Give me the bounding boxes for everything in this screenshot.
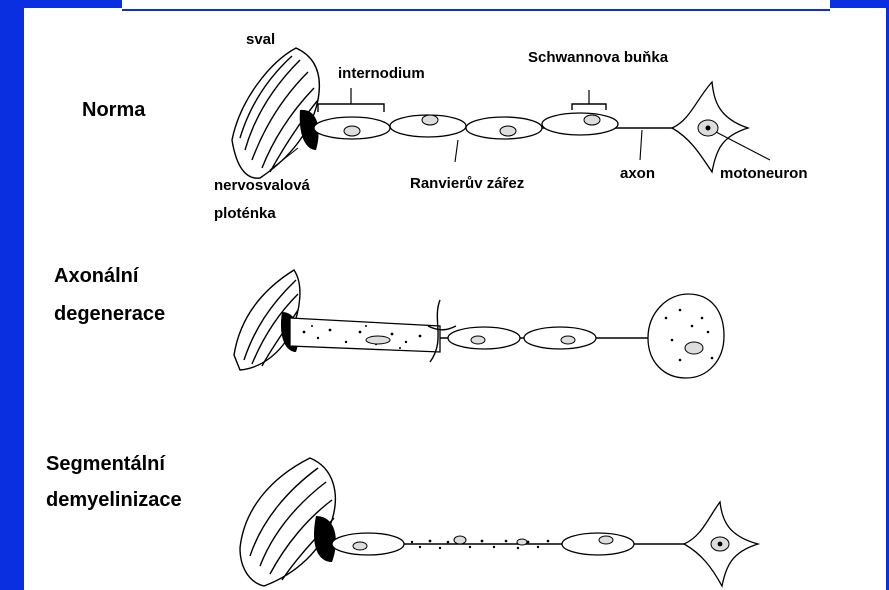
label-internodium: internodium (338, 65, 425, 82)
label-axonal-1: Axonální (54, 265, 140, 287)
motoneuron-icon (684, 502, 758, 586)
segmental-demyelination-group (240, 458, 758, 586)
label-segmental-1: Segmentální (46, 453, 166, 475)
label-plotenka: ploténka (214, 205, 276, 222)
label-ranvier: Ranvierův zářez (410, 175, 524, 192)
motoneuron-icon (648, 294, 724, 378)
label-motoneuron: motoneuron (720, 165, 808, 182)
label-axon: axon (620, 165, 655, 182)
muscle-icon (232, 48, 319, 178)
label-nervosvalova: nervosvalová (214, 177, 311, 194)
label-schwann: Schwannova buňka (528, 49, 669, 66)
label-sval: sval (246, 31, 275, 48)
normal-nerve-group (232, 48, 770, 178)
label-segmental-2: demyelinizace (46, 489, 182, 511)
axonal-degeneration-group (234, 270, 724, 378)
label-norma: Norma (82, 99, 146, 121)
motoneuron-icon (672, 82, 748, 172)
label-axonal-2: degenerace (54, 303, 165, 325)
muscle-icon (240, 458, 336, 586)
